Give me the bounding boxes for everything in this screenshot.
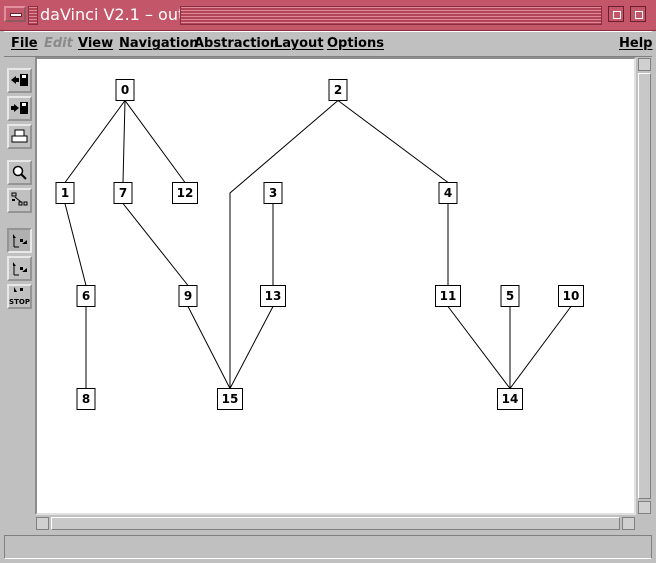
print-icon[interactable] (7, 124, 32, 149)
layout-selected-icon[interactable] (7, 228, 32, 253)
graph-node-label: 15 (222, 392, 239, 406)
graph-node-label: 4 (444, 186, 452, 200)
graph-node-11[interactable]: 11 (435, 285, 461, 307)
graph-node-3[interactable]: 3 (263, 182, 283, 204)
menu-abstraction[interactable]: Abstraction (194, 36, 280, 51)
graph-node-box[interactable] (263, 182, 283, 204)
menu-bar: File Edit View Navigation Abstraction La… (4, 31, 652, 57)
menu-edit[interactable]: Edit (44, 36, 73, 51)
graph-node-box[interactable] (260, 285, 286, 307)
layout-all-icon[interactable] (7, 256, 32, 281)
status-bar (4, 535, 652, 559)
graph-node-box[interactable] (172, 182, 198, 204)
graph-node-label: 11 (440, 289, 457, 303)
scroll-right-icon[interactable] (622, 517, 635, 530)
graph-node-15[interactable]: 15 (217, 388, 243, 410)
graph-node-box[interactable] (178, 285, 198, 307)
menu-layout[interactable]: Layout (274, 36, 324, 51)
graph-node-0[interactable]: 0 (115, 79, 135, 101)
graph-node-label: 0 (121, 83, 129, 97)
graph-node-8[interactable]: 8 (76, 388, 96, 410)
minimize-icon[interactable] (608, 6, 624, 22)
graph-node-box[interactable] (115, 79, 135, 101)
menu-options[interactable]: Options (327, 36, 384, 51)
graph-node-box[interactable] (497, 388, 523, 410)
title-stripes-right (180, 6, 602, 25)
graph-edge-13-15 (229, 306, 274, 389)
graph-edge-1-6 (64, 203, 87, 286)
scroll-left-icon[interactable] (36, 517, 49, 530)
graph-edge-11-14 (447, 306, 511, 389)
graph-edge-10-14 (509, 306, 572, 389)
vertical-scroll-thumb[interactable] (638, 73, 651, 499)
menu-file[interactable]: File (11, 36, 38, 51)
graph-node-box[interactable] (76, 388, 96, 410)
menu-navigation[interactable]: Navigation (119, 36, 199, 51)
graph-node-label: 1 (61, 186, 69, 200)
graph-node-7[interactable]: 7 (113, 182, 133, 204)
graph-edge-0-7 (122, 100, 126, 183)
graph-node-12[interactable]: 12 (172, 182, 198, 204)
graph-node-4[interactable]: 4 (438, 182, 458, 204)
stop-label: STOP (9, 297, 30, 306)
graph-node-box[interactable] (435, 285, 461, 307)
graph-node-label: 2 (334, 83, 342, 97)
graph-node-label: 6 (82, 289, 90, 303)
graph-node-2[interactable]: 2 (328, 79, 348, 101)
graph-node-box[interactable] (113, 182, 133, 204)
graph-node-label: 10 (563, 289, 580, 303)
graph-node-6[interactable]: 6 (76, 285, 96, 307)
scale-graph-icon[interactable] (7, 188, 32, 213)
window-title: daVinci V2.1 – out (40, 5, 185, 24)
scroll-down-icon[interactable] (638, 501, 651, 514)
graph-edge-2-15 (229, 100, 339, 389)
zoom-icon[interactable] (7, 160, 32, 185)
graph-node-label: 5 (506, 289, 514, 303)
save-graph-icon[interactable] (7, 96, 32, 121)
graph-node-1[interactable]: 1 (55, 182, 75, 204)
graph-node-label: 13 (265, 289, 282, 303)
graph-node-5[interactable]: 5 (500, 285, 520, 307)
graph-node-box[interactable] (328, 79, 348, 101)
graph-edge-7-9 (122, 203, 189, 286)
toolbar: STOP (4, 56, 34, 532)
graph-node-label: 7 (119, 186, 127, 200)
graph-node-box[interactable] (558, 285, 584, 307)
graph-node-box[interactable] (76, 285, 96, 307)
graph-edge-9-15 (187, 306, 231, 389)
horizontal-scroll-thumb[interactable] (51, 517, 620, 530)
graph-edge-2-4 (337, 100, 449, 183)
graph-node-14[interactable]: 14 (497, 388, 523, 410)
load-graph-icon[interactable] (7, 68, 32, 93)
graph-node-label: 3 (269, 186, 277, 200)
graph-node-label: 8 (82, 392, 90, 406)
horizontal-scrollbar[interactable] (35, 516, 636, 531)
maximize-icon[interactable] (630, 6, 646, 22)
graph-edge-0-1 (64, 100, 126, 183)
graph-node-10[interactable]: 10 (558, 285, 584, 307)
menu-view[interactable]: View (78, 36, 114, 51)
graph-node-box[interactable] (438, 182, 458, 204)
window-menu-icon[interactable] (4, 6, 26, 22)
graph-node-label: 12 (177, 186, 194, 200)
graph-node-box[interactable] (55, 182, 75, 204)
graph-node-label: 14 (502, 392, 519, 406)
graph-node-13[interactable]: 13 (260, 285, 286, 307)
graph-edge-0-12 (124, 100, 186, 183)
graph-node-9[interactable]: 9 (178, 285, 198, 307)
title-stripes-left (28, 6, 38, 25)
vertical-scrollbar[interactable] (637, 57, 652, 515)
graph-node-label: 9 (184, 289, 192, 303)
title-bar[interactable]: daVinci V2.1 – out (0, 0, 656, 31)
scroll-up-icon[interactable] (638, 58, 651, 71)
stop-icon[interactable]: STOP (7, 284, 32, 309)
menu-help[interactable]: Help (619, 36, 653, 51)
graph-node-box[interactable] (500, 285, 520, 307)
graph-node-box[interactable] (217, 388, 243, 410)
